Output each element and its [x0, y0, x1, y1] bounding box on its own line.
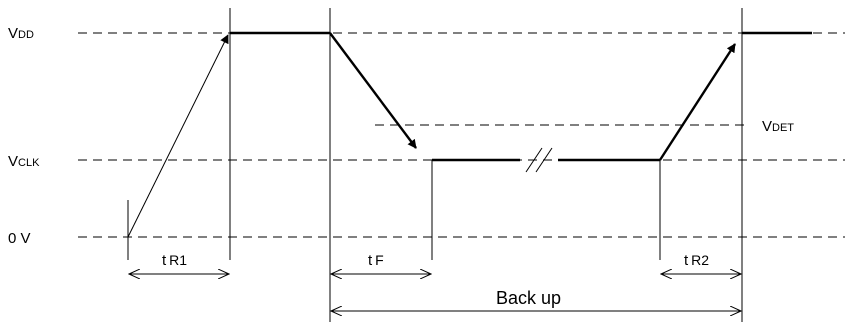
zero-volt-label: 0 V	[8, 230, 31, 247]
vdet-label: VDET	[762, 118, 794, 135]
backup-label: Back up	[496, 288, 561, 308]
rise-edge-2	[658, 43, 737, 161]
vclk-label: VCLK	[8, 153, 40, 170]
break-symbol	[525, 147, 553, 173]
fall-edge	[329, 32, 417, 149]
rise-edge-1	[127, 34, 229, 238]
vdd-label: VDD	[8, 25, 34, 42]
